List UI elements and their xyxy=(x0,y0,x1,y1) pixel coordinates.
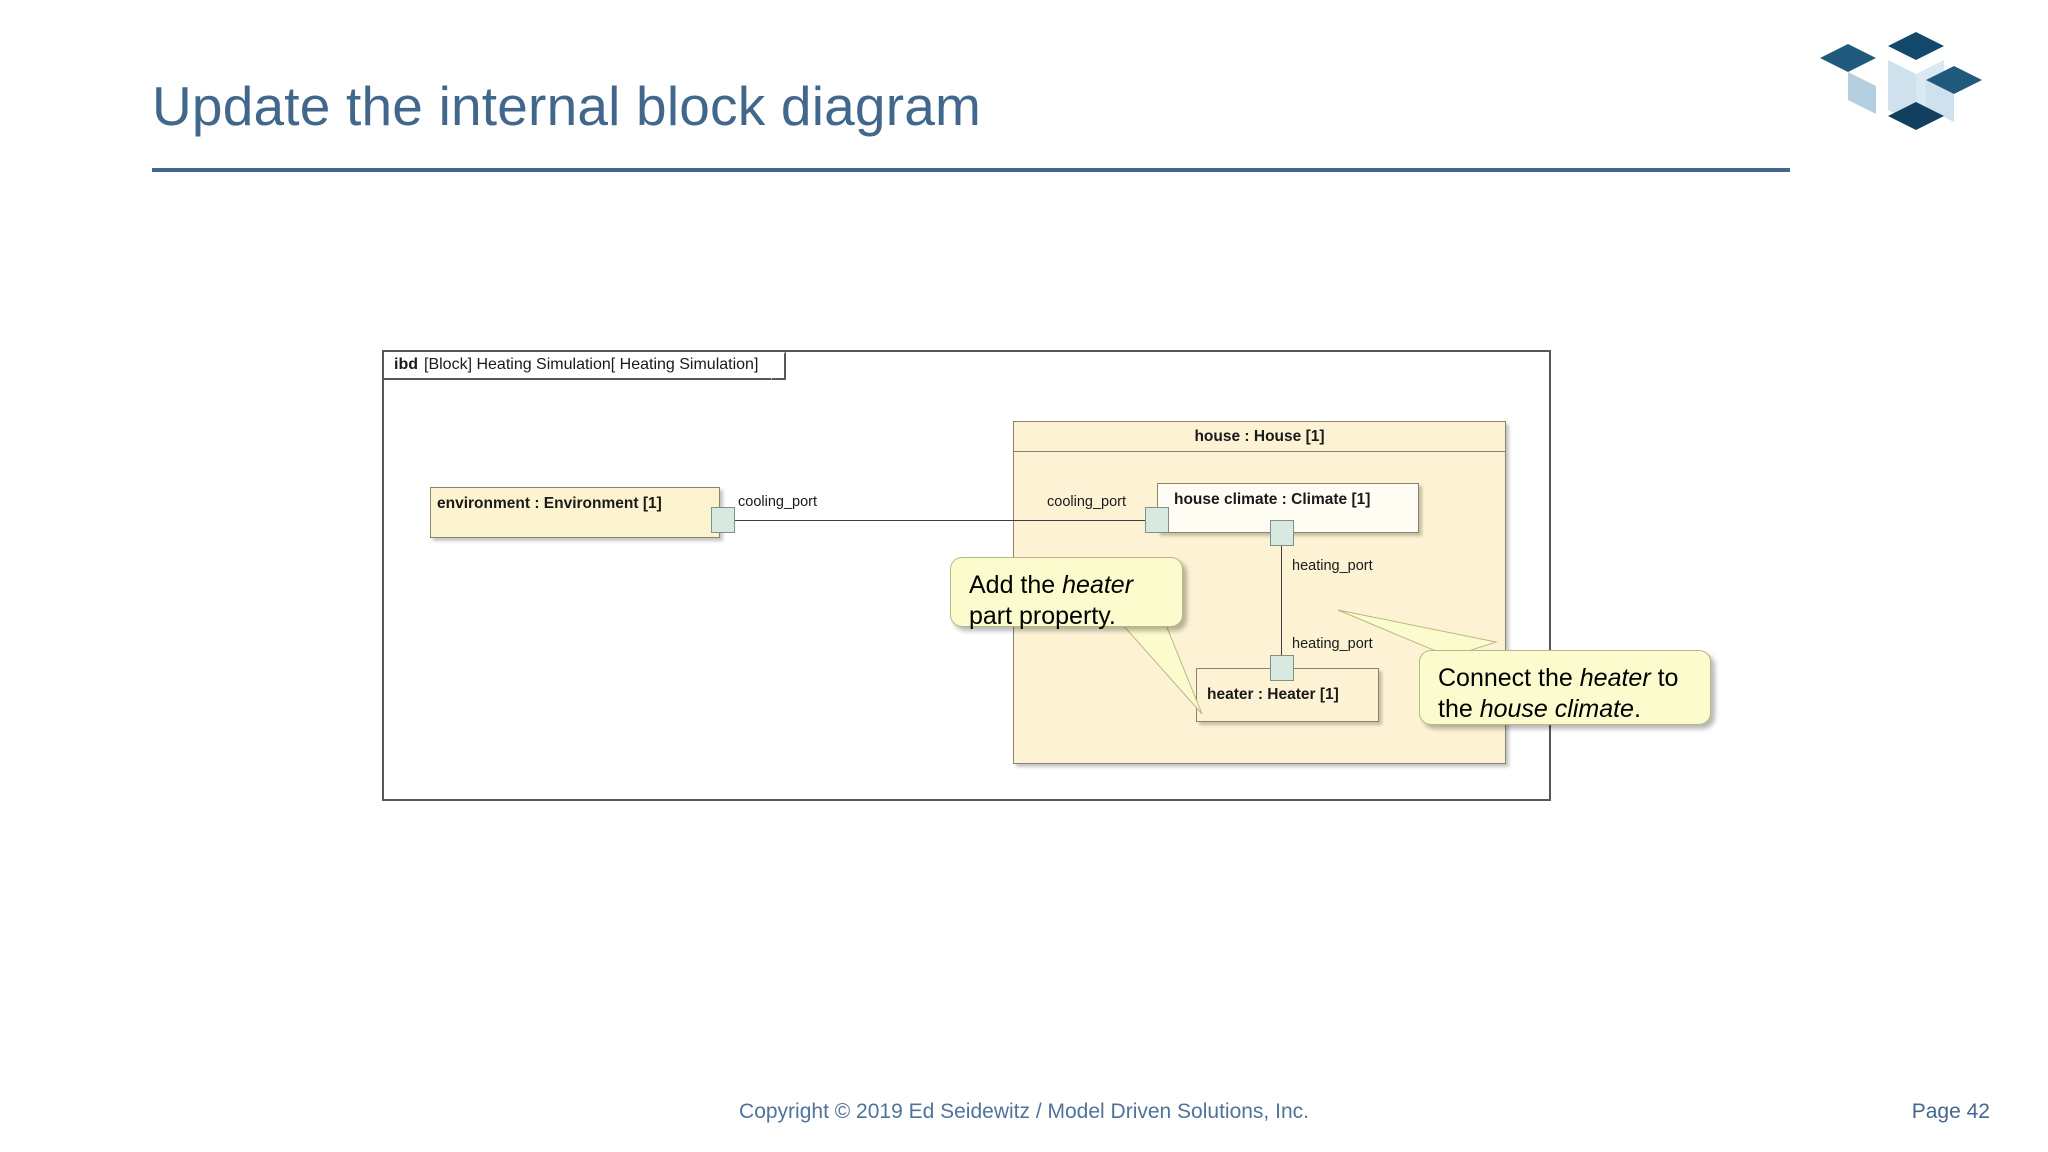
callout-connect-heater-line2: the house climate. xyxy=(1438,695,1641,723)
footer-copyright: Copyright © 2019 Ed Seidewitz / Model Dr… xyxy=(739,1100,1309,1123)
port-heater-heating[interactable] xyxy=(1270,655,1294,681)
port-label-house-cooling: cooling_port xyxy=(1047,494,1126,510)
port-house-climate-heating[interactable] xyxy=(1270,520,1294,546)
port-label-climate-heating: heating_port xyxy=(1292,558,1373,574)
callout-add-heater-line2: part property. xyxy=(969,602,1116,630)
diagram-header-tab: ibd [Block] Heating Simulation[ Heating … xyxy=(384,352,787,380)
page-title: Update the internal block diagram xyxy=(152,75,982,137)
callout-connect-heater: Connect the heater to the house climate. xyxy=(1419,650,1711,725)
footer-page-number: Page 42 xyxy=(1911,1100,1990,1123)
callout-connect-heater-tail xyxy=(1337,609,1498,658)
block-heater-label: heater : Heater [1] xyxy=(1207,686,1339,703)
title-underline-divider xyxy=(152,168,1790,172)
callout-add-heater: Add the heater part property. xyxy=(950,557,1183,630)
port-house-cooling[interactable] xyxy=(1145,507,1169,533)
callout-connect-heater-line1: Connect the heater to xyxy=(1438,664,1679,692)
port-label-environment-cooling: cooling_port xyxy=(738,494,817,510)
block-house-label: house : House [1] xyxy=(1014,422,1505,452)
port-environment-cooling[interactable] xyxy=(711,507,735,533)
block-environment-label: environment : Environment [1] xyxy=(437,495,662,512)
header-tab-notch xyxy=(771,352,786,380)
block-house-climate-label: house climate : Climate [1] xyxy=(1174,491,1371,508)
model-driven-solutions-logo xyxy=(1818,28,1984,138)
diagram-header-text: [Block] Heating Simulation[ Heating Simu… xyxy=(424,356,759,373)
callout-add-heater-line1: Add the heater xyxy=(969,571,1134,599)
connector-heating xyxy=(1281,545,1282,670)
block-environment[interactable]: environment : Environment [1] xyxy=(430,487,720,538)
port-label-heater-heating: heating_port xyxy=(1292,636,1373,652)
diagram-kind-keyword: ibd xyxy=(394,356,418,373)
connector-cooling xyxy=(723,520,1155,521)
